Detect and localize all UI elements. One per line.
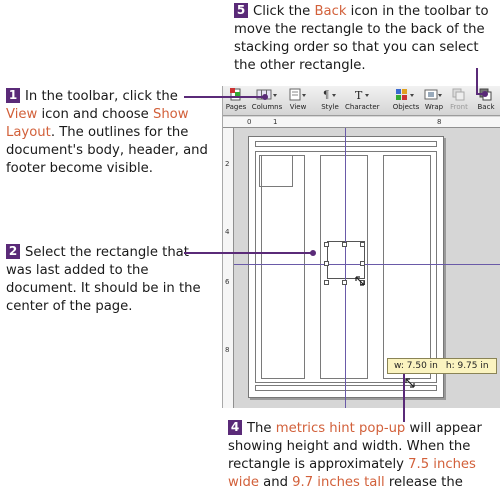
resize-cursor-icon — [405, 378, 415, 388]
step-number-badge: 1 — [6, 88, 20, 103]
selection-handle[interactable] — [342, 280, 347, 285]
toolbar-view-button[interactable]: View — [287, 88, 309, 111]
selection-handle[interactable] — [324, 261, 329, 266]
toolbar-pages-button[interactable]: Pages — [225, 88, 247, 111]
callout-text: . The outlines for the document's body, … — [6, 125, 208, 176]
ruler-tick-label: 1 — [273, 118, 278, 126]
document-page — [248, 136, 444, 398]
leader-line-step-5 — [476, 93, 484, 95]
column-outline-1 — [261, 155, 305, 379]
callout-step-5: 5 Click the Back icon in the toolbar to m… — [234, 3, 500, 75]
selection-handle[interactable] — [360, 261, 365, 266]
selected-rectangle[interactable] — [327, 241, 365, 279]
toolbar-character-button[interactable]: T Character — [345, 88, 380, 111]
callout-highlight: Show Layout — [6, 107, 189, 140]
toolbar-label: Character — [345, 103, 380, 111]
toolbar-label: Pages — [225, 103, 247, 111]
leader-line-step-5 — [476, 68, 478, 94]
metrics-height: h: 9.75 in — [445, 361, 489, 371]
metrics-width: w: 7.50 in — [394, 361, 438, 371]
toolbar-objects-button[interactable]: Objects — [391, 88, 421, 111]
leader-dot — [310, 250, 316, 256]
callout-text: and — [258, 475, 293, 490]
ruler-tick-label: 8 — [437, 118, 442, 126]
toolbar-label: Back — [477, 103, 495, 111]
step-number-badge: 5 — [234, 3, 248, 18]
metrics-hint-popup: w: 7.50 in h: 9.75 in — [387, 358, 497, 374]
svg-text:¶: ¶ — [323, 90, 329, 101]
objects-icon — [396, 89, 414, 100]
vertical-ruler: 2 4 6 8 — [223, 128, 234, 408]
step-number-badge: 4 — [228, 420, 242, 435]
resize-cursor-icon — [355, 276, 365, 286]
selection-handle[interactable] — [360, 242, 365, 247]
ruler-tick-label: 8 — [225, 346, 230, 354]
callout-text: will appear showing height and width. Wh… — [228, 421, 482, 472]
style-icon: ¶ — [323, 90, 336, 101]
svg-text:T: T — [355, 89, 363, 101]
callout-highlight: 7.5 inches wide — [228, 457, 476, 490]
pages-icon — [230, 88, 241, 101]
callout-text: icon in the toolbar to move the rectangl… — [234, 4, 489, 73]
leader-line-step-1 — [184, 96, 264, 98]
wrap-icon — [424, 89, 442, 100]
column-outline-2 — [320, 155, 368, 379]
leader-line-step-2 — [184, 252, 312, 254]
callout-text: The — [247, 421, 276, 436]
toolbar-columns-button[interactable]: Columns — [251, 88, 283, 111]
callout-text: icon and choose — [37, 107, 153, 122]
step-number-badge: 2 — [6, 244, 20, 259]
view-icon — [289, 88, 306, 101]
toolbar-label: Columns — [251, 103, 283, 111]
vertical-guide — [345, 128, 346, 408]
footer-outline — [255, 385, 437, 391]
leader-line-step-4 — [403, 374, 405, 422]
callout-highlight: View — [6, 107, 38, 122]
toolbar: Pages Columns View ¶ Style T Character O… — [223, 86, 500, 116]
toolbar-style-button[interactable]: ¶ Style — [319, 88, 341, 111]
ruler-tick-label: 4 — [225, 228, 230, 236]
ruler-tick-label: 0 — [247, 118, 252, 126]
callout-highlight: 9.7 inches tall — [292, 475, 385, 490]
toolbar-label: Objects — [392, 103, 420, 111]
horizontal-ruler: 0 1 8 — [223, 117, 500, 128]
callout-text: Click the — [253, 4, 315, 19]
selection-handle[interactable] — [324, 280, 329, 285]
ruler-tick-label: 2 — [225, 160, 230, 168]
callout-highlight: Back — [314, 4, 347, 19]
toolbar-front-button[interactable]: Front — [449, 88, 469, 111]
horizontal-guide — [234, 264, 500, 265]
toolbar-label: Front — [450, 103, 468, 111]
toolbar-label: Style — [321, 103, 339, 111]
callout-text: release the selection handle. — [388, 475, 463, 490]
toolbar-wrap-button[interactable]: Wrap — [424, 88, 444, 111]
callout-step-1: 1 In the toolbar, click the View icon and… — [6, 88, 220, 178]
ruler-tick-label: 6 — [225, 278, 230, 286]
front-icon — [452, 88, 465, 101]
callout-highlight: metrics hint pop-up — [275, 421, 406, 436]
character-icon: T — [355, 89, 369, 101]
document-window: Pages Columns View ¶ Style T Character O… — [222, 86, 500, 408]
leader-dot — [482, 91, 488, 97]
toolbar-label: View — [289, 103, 307, 111]
column-outline-3 — [383, 155, 431, 379]
leader-dot — [262, 94, 268, 100]
toolbar-label: Wrap — [424, 103, 444, 111]
callout-text: In the toolbar, click the — [25, 89, 178, 104]
body-outline — [255, 151, 437, 383]
selection-handle[interactable] — [342, 242, 347, 247]
header-outline — [255, 141, 437, 147]
callout-step-4: 4 The metrics hint pop-up will appear sho… — [228, 420, 500, 492]
callout-text: Select the rectangle that was last added… — [6, 245, 201, 314]
selection-handle[interactable] — [324, 242, 329, 247]
